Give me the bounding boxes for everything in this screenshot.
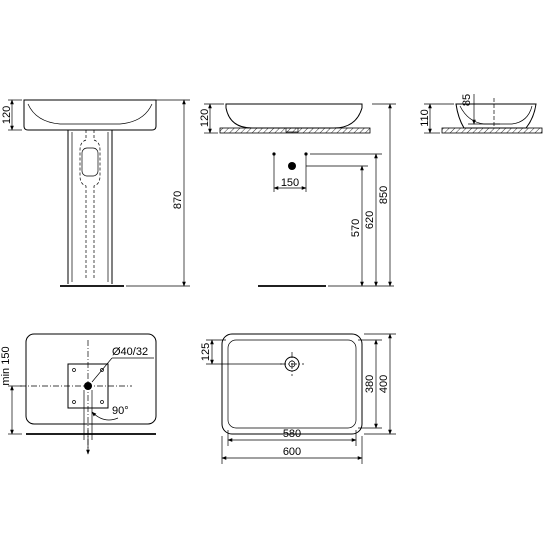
wall-basin-outline [25, 333, 157, 425]
side-basin-outline [455, 103, 537, 129]
dim-countertop-overall-height: 850 [378, 186, 390, 204]
countertop-slab [219, 127, 371, 134]
dim-top-offset: 125 [200, 343, 212, 361]
pedestal-trap [79, 130, 101, 280]
dim-side-height: 110 [419, 109, 431, 127]
waste-center-dot [288, 162, 296, 170]
wall-angle-arc [91, 411, 119, 421]
dim-outer-depth: 400 [378, 375, 390, 393]
countertop-front-view: 120 150 570 620 850 [199, 103, 396, 287]
pedestal-basin-inner [27, 103, 153, 125]
dim-inner-height-570: 570 [350, 219, 362, 237]
dim-inner-height-620: 620 [364, 211, 376, 229]
dim-trap-offset: 150 [281, 177, 299, 189]
wall-install-view: 90° Ø40/32 min 150 [0, 333, 157, 455]
dim-side-depth: 85 [461, 94, 473, 106]
dim-basin-height: 120 [1, 106, 13, 124]
pedestal-basin-outline [23, 99, 157, 131]
countertop-basin-outline [225, 103, 363, 129]
dim-overall-height: 870 [172, 191, 184, 209]
dim-waste-diameter: Ø40/32 [112, 346, 148, 358]
dim-countertop-basin-height: 120 [199, 109, 211, 127]
side-slab [441, 127, 543, 134]
plan-basin-inner [227, 339, 357, 429]
top-plan-view: 125 380 400 580 600 [200, 333, 396, 464]
dim-angle: 90° [112, 405, 129, 417]
side-section-view: 85 110 [419, 94, 543, 134]
dim-inner-depth: 380 [364, 375, 376, 393]
dim-inner-width: 580 [283, 428, 301, 440]
dim-wall-min-height: min 150 [0, 346, 12, 385]
pedestal-trap-body [81, 147, 99, 177]
side-basin-inner [459, 105, 533, 125]
dim-outer-width: 600 [283, 446, 301, 458]
plan-basin-outer [221, 333, 363, 435]
pedestal-front-view: 120 870 [1, 99, 190, 287]
